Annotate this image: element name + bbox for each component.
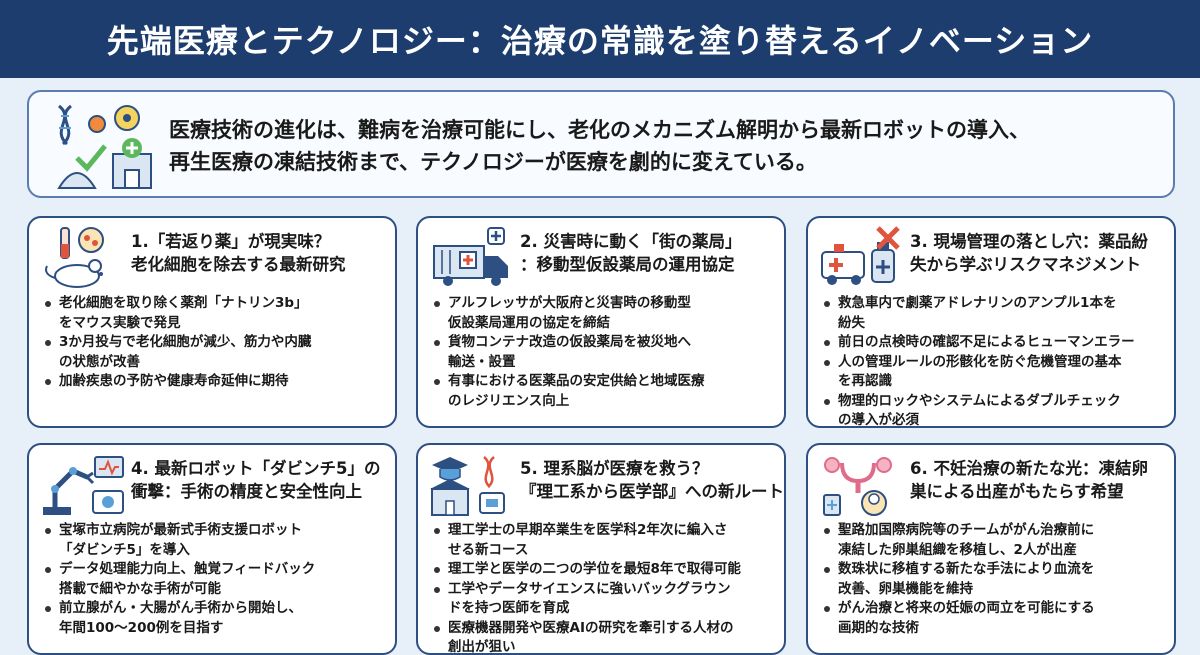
bullet-line: 数珠状に移植する新たな手法により血流を bbox=[838, 561, 1095, 577]
card-title-line: 3. 現場管理の落とし穴：薬品紛 bbox=[910, 232, 1148, 251]
medical-technology-icon bbox=[47, 98, 159, 194]
bullet-line: 理工学士の早期卒業生を医学科2年次に編入さ bbox=[448, 522, 728, 538]
list-item: 医療機器開発や医療AIの研究を牽引する人材の 創出が狙い bbox=[430, 619, 780, 655]
list-item: 聖路加国際病院等のチームががん治療前に 凍結した卵巣組織を移植し、2人が出産 bbox=[820, 521, 1170, 560]
bullet-line: 老化細胞を取り除く薬剤「ナトリン3b」 bbox=[59, 295, 308, 311]
bullet-line: 理工学と医学の二つの学位を最短8年で取得可能 bbox=[448, 561, 741, 577]
bullet-line: 年間100〜200例を目指す bbox=[59, 619, 224, 636]
bullet-line: アルフレッサが大阪府と災害時の移動型 bbox=[448, 295, 691, 311]
card-bullet-list: 聖路加国際病院等のチームががん治療前に 凍結した卵巣組織を移植し、2人が出産 数… bbox=[820, 521, 1170, 638]
bullet-line: の導入が必須 bbox=[838, 412, 919, 428]
card-title-line: 『理工系から医学部』への新ルート bbox=[520, 482, 784, 501]
list-item: アルフレッサが大阪府と災害時の移動型 仮設薬局運用の協定を締結 bbox=[430, 294, 780, 333]
card-title-line: 5. 理系脳が医療を救う？ bbox=[520, 459, 709, 478]
card-title-line: 失から学ぶリスクマネジメント bbox=[910, 255, 1141, 274]
card-title-line: 衝撃：手術の精度と安全性向上 bbox=[131, 482, 362, 501]
bullet-line: 凍結した卵巣組織を移植し、2人が出産 bbox=[838, 541, 1077, 558]
bullet-line: 宝塚市立病院が最新式手術支援ロボット bbox=[59, 522, 302, 538]
list-item: 工学やデータサイエンスに強いバックグラウン ドを持つ医師を育成 bbox=[430, 580, 780, 619]
card-title-line: 1.「若返り薬」が現実味？ bbox=[131, 232, 331, 251]
card-bullet-list: 宝塚市立病院が最新式手術支援ロボット 「ダビンチ5」を導入 データ処理能力向上、… bbox=[41, 521, 391, 638]
bullet-line: 救急車内で劇薬アドレナリンのアンプル1本を bbox=[838, 295, 1117, 311]
bullet-line: をマウス実験で発見 bbox=[59, 314, 181, 331]
list-item: 有事における医薬品の安定供給と地域医療 のレジリエンス向上 bbox=[430, 372, 780, 411]
science-medical-school-icon bbox=[428, 453, 516, 517]
page-title: 先端医療とテクノロジー：治療の常識を塗り替えるイノベーション bbox=[106, 22, 1094, 60]
list-item: 数珠状に移植する新たな手法により血流を 改善、卵巣機能を維持 bbox=[820, 560, 1170, 599]
bullet-line: 紛失 bbox=[838, 314, 865, 331]
bullet-line: 加齢疾患の予防や健康寿命延伸に期待 bbox=[59, 373, 289, 389]
card-bullet-list: 老化細胞を取り除く薬剤「ナトリン3b」 をマウス実験で発見 3か月投与で老化細胞… bbox=[41, 294, 391, 392]
card-anti-aging-drug: 1.「若返り薬」が現実味？ 老化細胞を除去する最新研究 老化細胞を取り除く薬剤「… bbox=[27, 216, 397, 428]
list-item: 宝塚市立病院が最新式手術支援ロボット 「ダビンチ5」を導入 bbox=[41, 521, 391, 560]
card-surgical-robot: 4. 最新ロボット「ダビンチ5」の 衝撃：手術の精度と安全性向上 宝塚市立病院が… bbox=[27, 443, 397, 655]
mouse-lab-icon bbox=[39, 226, 127, 290]
list-item: 3か月投与で老化細胞が減少、筋力や内臓 の状態が改善 bbox=[41, 333, 391, 372]
bullet-line: せる新コース bbox=[448, 541, 529, 558]
bullet-line: 「ダビンチ5」を導入 bbox=[59, 541, 190, 558]
bullet-line: を再認識 bbox=[838, 373, 892, 389]
list-item: がん治療と将来の妊娠の両立を可能にする 画期的な技術 bbox=[820, 599, 1170, 638]
bullet-line: のレジリエンス向上 bbox=[448, 392, 570, 409]
bullet-line: 画期的な技術 bbox=[838, 619, 919, 636]
bullet-line: 前日の点検時の確認不足によるヒューマンエラー bbox=[838, 334, 1135, 350]
intro-panel: 医療技術の進化は、難病を治療可能にし、老化のメカニズム解明から最新ロボットの導入… bbox=[27, 90, 1175, 198]
bullet-line: ドを持つ医師を育成 bbox=[448, 600, 570, 616]
card-title-line: 6. 不妊治療の新たな光：凍結卵 bbox=[910, 459, 1148, 478]
list-item: 理工学士の早期卒業生を医学科2年次に編入さ せる新コース bbox=[430, 521, 780, 560]
surgical-robot-icon bbox=[39, 453, 127, 517]
header-banner: 先端医療とテクノロジー：治療の常識を塗り替えるイノベーション bbox=[0, 0, 1200, 78]
list-item: 人の管理ルールの形骸化を防ぐ危機管理の基本 を再認識 bbox=[820, 353, 1170, 392]
card-bullet-list: アルフレッサが大阪府と災害時の移動型 仮設薬局運用の協定を締結 貨物コンテナ改造… bbox=[430, 294, 780, 411]
card-title-line: 老化細胞を除去する最新研究 bbox=[131, 255, 346, 274]
list-item: 前立腺がん・大腸がん手術から開始し、 年間100〜200例を目指す bbox=[41, 599, 391, 638]
list-item: 物理的ロックやシステムによるダブルチェック の導入が必須 bbox=[820, 392, 1170, 428]
bullet-line: がん治療と将来の妊娠の両立を可能にする bbox=[838, 600, 1095, 616]
bullet-line: 改善、卵巣機能を維持 bbox=[838, 580, 973, 597]
card-science-to-medicine: 5. 理系脳が医療を救う？ 『理工系から医学部』への新ルート 理工学士の早期卒業… bbox=[416, 443, 786, 655]
intro-text-line: 医療技術の進化は、難病を治療可能にし、老化のメカニズム解明から最新ロボットの導入… bbox=[169, 118, 1030, 142]
bullet-line: 聖路加国際病院等のチームががん治療前に bbox=[838, 522, 1095, 538]
list-item: 老化細胞を取り除く薬剤「ナトリン3b」 をマウス実験で発見 bbox=[41, 294, 391, 333]
bullet-line: 輸送・設置 bbox=[448, 353, 516, 370]
mobile-pharmacy-truck-icon bbox=[428, 226, 516, 290]
bullet-line: 物理的ロックやシステムによるダブルチェック bbox=[838, 392, 1121, 409]
bullet-line: の状態が改善 bbox=[59, 353, 140, 370]
card-bullet-list: 救急車内で劇薬アドレナリンのアンプル1本を 紛失 前日の点検時の確認不足によるヒ… bbox=[820, 294, 1170, 428]
bullet-line: 仮設薬局運用の協定を締結 bbox=[448, 314, 610, 331]
bullet-line: 前立腺がん・大腸がん手術から開始し、 bbox=[59, 600, 302, 616]
card-title-line: 4. 最新ロボット「ダビンチ5」の bbox=[131, 459, 381, 478]
bullet-line: 医療機器開発や医療AIの研究を牽引する人材の bbox=[448, 619, 734, 636]
bullet-line: 創出が狙い bbox=[448, 639, 516, 655]
card-risk-management: 3. 現場管理の落とし穴：薬品紛 失から学ぶリスクマネジメント 救急車内で劇薬ア… bbox=[806, 216, 1176, 428]
bullet-line: 搭載で細やかな手術が可能 bbox=[59, 580, 221, 597]
list-item: 救急車内で劇薬アドレナリンのアンプル1本を 紛失 bbox=[820, 294, 1170, 333]
bullet-line: 有事における医薬品の安定供給と地域医療 bbox=[448, 373, 705, 389]
list-item: 貨物コンテナ改造の仮設薬局を被災地へ 輸送・設置 bbox=[430, 333, 780, 372]
list-item: 加齢疾患の予防や健康寿命延伸に期待 bbox=[41, 372, 391, 392]
fertility-treatment-icon bbox=[818, 453, 906, 517]
card-title-line: ：移動型仮設薬局の運用協定 bbox=[520, 255, 735, 274]
intro-text-line: 再生医療の凍結技術まで、テクノロジーが医療を劇的に変えている。 bbox=[169, 150, 817, 174]
list-item: 理工学と医学の二つの学位を最短8年で取得可能 bbox=[430, 560, 780, 580]
bullet-line: 3か月投与で老化細胞が減少、筋力や内臓 bbox=[59, 334, 312, 350]
bullet-line: 工学やデータサイエンスに強いバックグラウン bbox=[448, 580, 731, 597]
list-item: データ処理能力向上、触覚フィードバック 搭載で細やかな手術が可能 bbox=[41, 560, 391, 599]
card-bullet-list: 理工学士の早期卒業生を医学科2年次に編入さ せる新コース 理工学と医学の二つの学… bbox=[430, 521, 780, 655]
card-title-line: 2. 災害時に動く「街の薬局」 bbox=[520, 232, 742, 251]
card-fertility-treatment: 6. 不妊治療の新たな光：凍結卵 巣による出産がもたらす希望 聖路加国際病院等の… bbox=[806, 443, 1176, 655]
card-title-line: 巣による出産がもたらす希望 bbox=[910, 482, 1124, 501]
ambulance-medicine-icon bbox=[818, 226, 906, 290]
list-item: 前日の点検時の確認不足によるヒューマンエラー bbox=[820, 333, 1170, 353]
bullet-line: 貨物コンテナ改造の仮設薬局を被災地へ bbox=[448, 334, 691, 350]
bullet-line: 人の管理ルールの形骸化を防ぐ危機管理の基本 bbox=[838, 353, 1122, 370]
card-mobile-pharmacy: 2. 災害時に動く「街の薬局」 ：移動型仮設薬局の運用協定 アルフレッサが大阪府… bbox=[416, 216, 786, 428]
bullet-line: データ処理能力向上、触覚フィードバック bbox=[59, 561, 316, 577]
